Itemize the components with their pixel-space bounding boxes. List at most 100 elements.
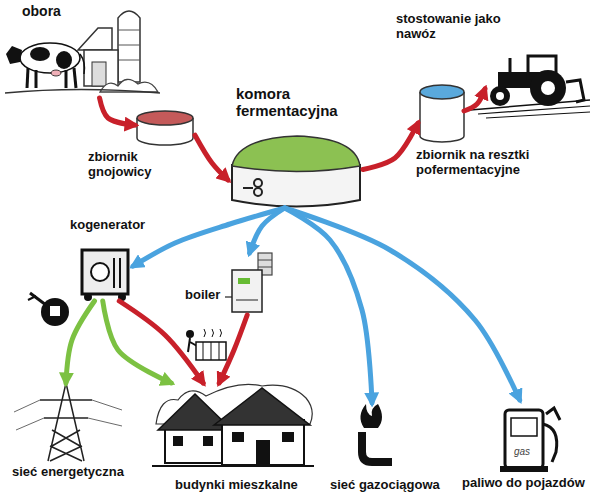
slurry-tank bbox=[137, 111, 193, 145]
node-label: stostowanie jako nawóz bbox=[396, 12, 526, 42]
flow-arrow bbox=[119, 301, 203, 383]
barn-illustration-part bbox=[30, 47, 50, 61]
boiler-icon-part bbox=[258, 260, 272, 261]
houses-illustration-part bbox=[203, 436, 213, 446]
houses-illustration-part bbox=[256, 440, 270, 465]
boiler-icon-part bbox=[236, 300, 258, 301]
plug-icon-part bbox=[41, 298, 69, 326]
barn-illustration-part bbox=[118, 30, 140, 31]
flow-arrow bbox=[66, 301, 95, 383]
tractor-silhouette-part bbox=[490, 86, 510, 106]
radiator-icon-part bbox=[186, 330, 194, 338]
pump-label: gas bbox=[514, 446, 544, 457]
flow-arrow bbox=[285, 208, 372, 403]
houses-illustration-part bbox=[173, 436, 183, 446]
power-pylon-part bbox=[40, 383, 92, 461]
radiator-icon-part bbox=[211, 342, 212, 360]
barn-illustration-part bbox=[51, 70, 61, 76]
digestate-tank-part bbox=[420, 85, 464, 99]
barn-illustration bbox=[5, 11, 160, 93]
generator-icon-part bbox=[118, 293, 126, 301]
illustration-node: kogenerator bbox=[78, 243, 133, 301]
power-pylon bbox=[14, 383, 122, 461]
gas-flame-icon bbox=[360, 404, 392, 462]
barn-illustration-part bbox=[6, 46, 22, 64]
digester-dome bbox=[232, 136, 360, 207]
tractor-silhouette-part bbox=[509, 58, 512, 72]
digester-dome-part bbox=[243, 187, 253, 189]
barn-illustration-part bbox=[118, 60, 140, 61]
barn-illustration-part bbox=[78, 28, 112, 50]
node-label: zbiornik na resztki pofermentacyjne bbox=[416, 148, 566, 178]
fuel-pump-icon-part bbox=[511, 418, 537, 436]
node-label: zbiornik gnojowicy bbox=[88, 150, 163, 180]
generator-icon-part bbox=[91, 263, 109, 281]
node-label: boiler bbox=[185, 288, 235, 303]
flow-arrow bbox=[103, 301, 171, 383]
gas-flame-icon-part bbox=[360, 404, 382, 428]
illustration-node: sieć gazociągowa bbox=[352, 403, 392, 461]
barn-illustration-part bbox=[80, 54, 85, 74]
generator-icon-part bbox=[82, 250, 128, 294]
fuel-pump-icon bbox=[500, 408, 560, 472]
plug-icon-part bbox=[28, 296, 36, 300]
houses-illustration-part bbox=[282, 432, 294, 442]
fuel-pump-icon-part bbox=[500, 466, 548, 472]
radiator-icon-part bbox=[204, 329, 222, 337]
barn-illustration-part bbox=[5, 90, 160, 94]
boiler-icon-part bbox=[238, 278, 250, 284]
flow-arrow bbox=[250, 208, 285, 253]
illustration-node: zbiornik gnojowicy bbox=[135, 110, 195, 146]
houses-illustration bbox=[152, 384, 314, 466]
fuel-pump-icon-part bbox=[546, 408, 560, 420]
fuel-pump-icon-part bbox=[543, 424, 557, 462]
plug-icon-part bbox=[50, 306, 60, 316]
houses-illustration-part bbox=[152, 465, 314, 467]
illustration-node: stostowanie jako nawóz bbox=[485, 55, 577, 107]
houses-illustration-part bbox=[222, 420, 304, 465]
tractor-silhouette-part bbox=[541, 81, 555, 95]
digester-dome-part bbox=[254, 188, 262, 196]
illustration-node: budynki mieszkalne bbox=[152, 383, 312, 467]
tractor-silhouette-part bbox=[496, 92, 504, 100]
flow-arrow bbox=[464, 89, 485, 111]
tractor-silhouette-part bbox=[530, 70, 566, 106]
boiler-icon bbox=[225, 253, 272, 312]
plug-icon-part bbox=[30, 293, 46, 305]
barn-illustration-part bbox=[56, 51, 72, 69]
gas-flame-icon-part bbox=[362, 432, 392, 462]
node-label: obora bbox=[22, 3, 102, 19]
houses-illustration-part bbox=[232, 432, 244, 442]
houses-illustration-part bbox=[214, 388, 310, 425]
barn-illustration-part bbox=[92, 62, 106, 86]
illustration-node: boiler bbox=[228, 253, 276, 315]
illustration-node: obora bbox=[5, 20, 160, 98]
tractor-silhouette-part bbox=[566, 80, 584, 102]
tractor-silhouette-part bbox=[486, 112, 590, 118]
tractor-silhouette bbox=[470, 56, 590, 118]
generator-icon-part bbox=[84, 293, 92, 301]
generator-icon-part bbox=[119, 258, 121, 288]
generator-icon-part bbox=[113, 258, 115, 288]
node-label: kogenerator bbox=[70, 218, 170, 233]
barn-illustration-part bbox=[74, 68, 76, 88]
node-label: komora fermentacyjna bbox=[236, 85, 351, 120]
generator-icon bbox=[82, 250, 128, 301]
illustration-node: zbiornik na resztki pofermentacyjne bbox=[418, 84, 464, 144]
illustration-node: sieć energetyczna bbox=[35, 383, 97, 461]
barn-illustration-part bbox=[35, 70, 38, 88]
boiler-icon-part bbox=[258, 267, 272, 268]
radiator-icon-part bbox=[219, 342, 220, 360]
fuel-pump-icon-part bbox=[505, 410, 543, 468]
slurry-tank-part bbox=[137, 111, 193, 125]
boiler-icon-part bbox=[232, 270, 262, 312]
illustration-node: paliwo do pojazdów bbox=[498, 400, 560, 472]
tractor-silhouette-part bbox=[470, 100, 590, 110]
node-label: budynki mieszkalne bbox=[175, 478, 325, 493]
barn-illustration-part bbox=[65, 70, 68, 88]
digester-dome-part bbox=[232, 136, 360, 172]
barn-illustration-part bbox=[118, 11, 140, 82]
node-label: paliwo do pojazdów bbox=[462, 476, 592, 491]
